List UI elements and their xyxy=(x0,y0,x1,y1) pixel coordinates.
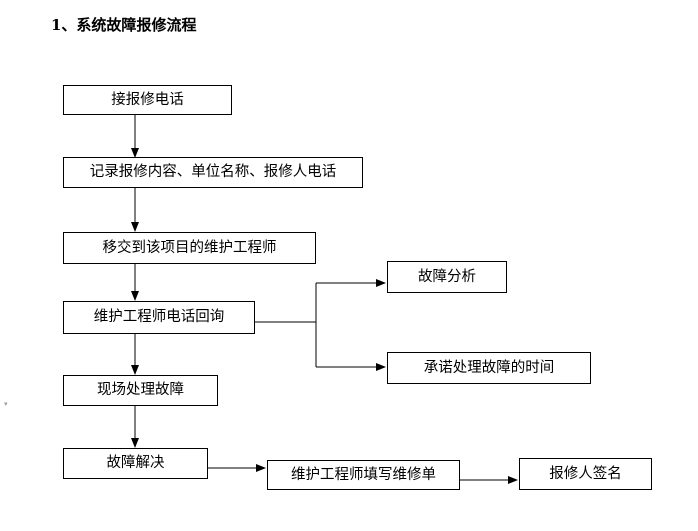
step-receive-call: 接报修电话 xyxy=(63,85,232,115)
step-fault-resolved: 故障解决 xyxy=(63,448,208,479)
step-reporter-sign: 报修人签名 xyxy=(519,458,652,490)
step-onsite-handling: 现场处理故障 xyxy=(63,375,218,406)
step-transfer-engineer: 移交到该项目的维护工程师 xyxy=(63,232,316,264)
step-fault-analysis: 故障分析 xyxy=(387,261,507,293)
edge-marker-icon: ▾ xyxy=(4,400,8,408)
step-promise-time: 承诺处理故障的时间 xyxy=(387,352,591,384)
page-title: 1、系统故障报修流程 xyxy=(51,16,197,34)
step-fill-repair-form: 维护工程师填写维修单 xyxy=(267,460,460,490)
step-record-info: 记录报修内容、单位名称、报修人电话 xyxy=(63,157,363,188)
step-engineer-callback: 维护工程师电话回询 xyxy=(63,301,255,334)
